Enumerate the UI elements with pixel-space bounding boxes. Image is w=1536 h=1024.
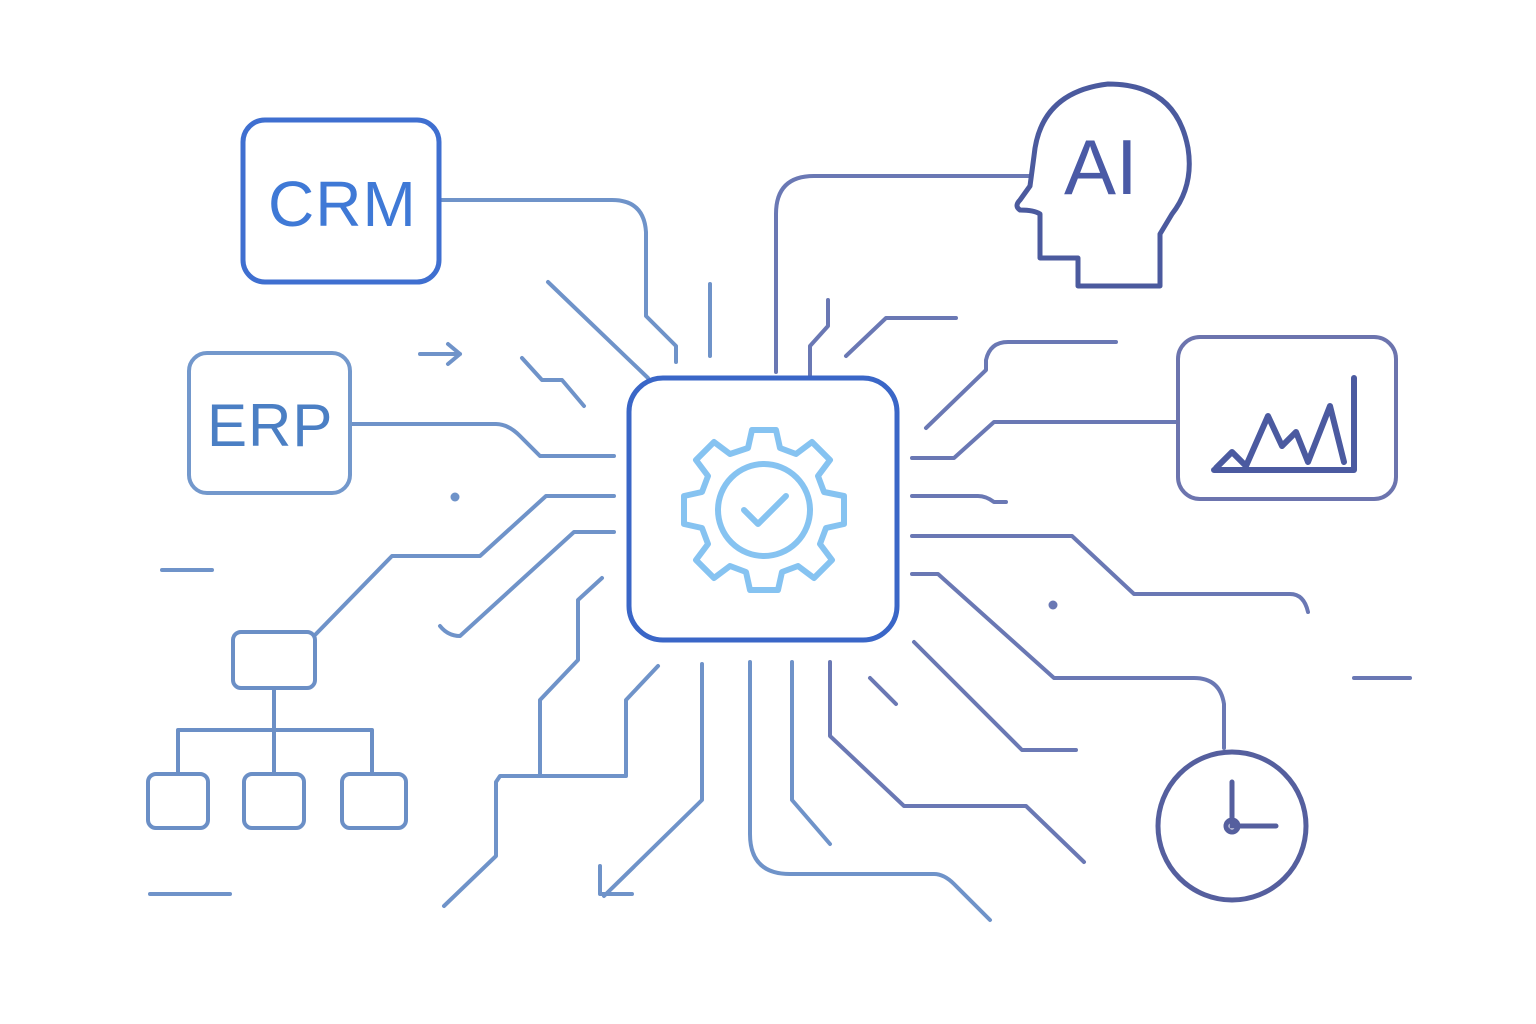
trace-right-short bbox=[910, 494, 1008, 504]
trace-bottom-1 bbox=[748, 660, 992, 922]
analytics-box bbox=[1176, 335, 1398, 501]
trace-top-left-diagonal bbox=[546, 280, 650, 380]
arrow-right-small bbox=[418, 342, 462, 366]
ai-label: AI bbox=[1064, 123, 1138, 211]
trace-top-right-short bbox=[808, 298, 830, 378]
trace-top-right-diag bbox=[844, 316, 958, 358]
trace-bottom-right-long bbox=[828, 660, 1086, 864]
arrow-head-down-left bbox=[598, 864, 634, 896]
org-chart-icon bbox=[146, 630, 408, 830]
erp-connector bbox=[350, 422, 616, 458]
ai-connector bbox=[774, 174, 1032, 374]
crm-label: CRM bbox=[268, 168, 417, 240]
right-circuit-traces bbox=[774, 174, 1412, 864]
trace-arrow-down-left bbox=[602, 662, 704, 898]
trace-org-connector bbox=[312, 494, 616, 638]
line-chart-icon bbox=[1211, 375, 1357, 473]
trace-right-diag-lower bbox=[912, 640, 1078, 752]
clock-icon bbox=[1155, 749, 1309, 903]
trace-left-hook bbox=[438, 530, 616, 638]
trace-left-branch bbox=[538, 664, 660, 778]
trace-right-small-diag bbox=[868, 676, 898, 706]
trace-right-top-long bbox=[924, 340, 1118, 430]
dot-right bbox=[1048, 600, 1058, 610]
erp-label: ERP bbox=[207, 392, 334, 459]
hub-chip bbox=[626, 375, 900, 643]
analytics-connector bbox=[910, 420, 1180, 460]
gear-check-icon bbox=[681, 427, 847, 593]
trace-right-long bbox=[910, 534, 1310, 614]
crm-box bbox=[240, 117, 442, 285]
trace-bottom-2 bbox=[790, 660, 832, 846]
clock-connector bbox=[910, 572, 1226, 750]
ai-head-icon bbox=[1014, 81, 1192, 289]
dot-left bbox=[450, 492, 460, 502]
trace-left-small-1 bbox=[520, 356, 586, 408]
erp-box bbox=[187, 351, 352, 495]
left-circuit-traces bbox=[148, 198, 992, 922]
crm-connector bbox=[438, 198, 678, 364]
